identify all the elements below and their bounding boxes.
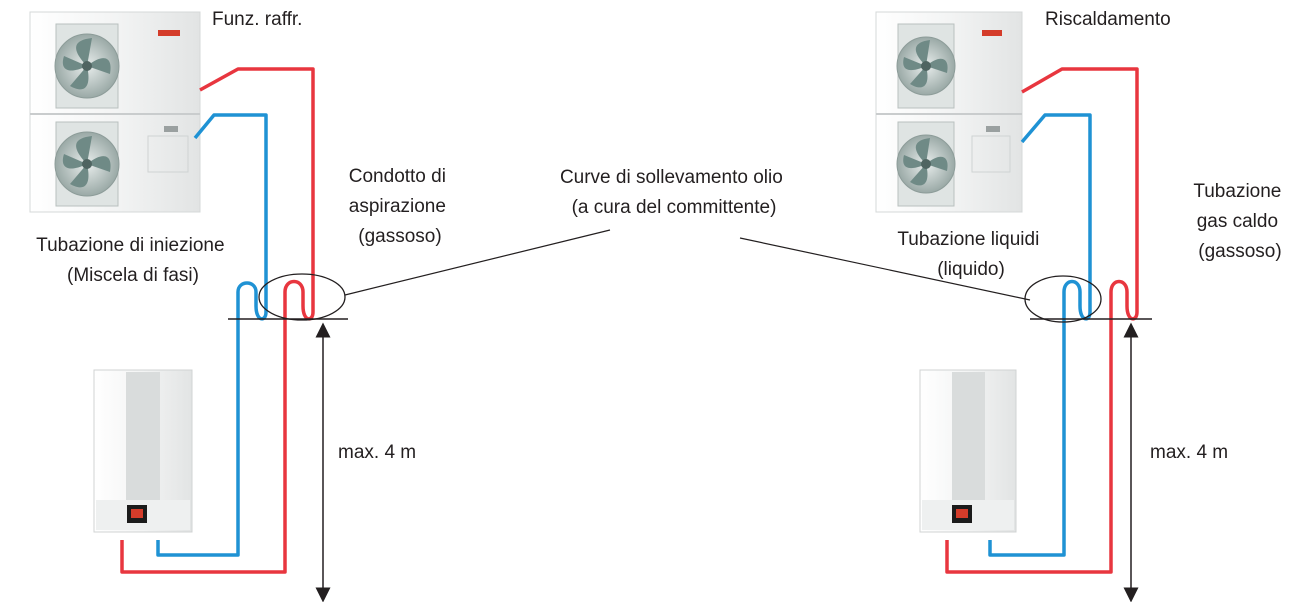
indoor-unit-icon	[93, 369, 193, 533]
indoor-unit-icon	[919, 369, 1017, 533]
right-system: Riscaldamento Tubazione liquidi (liquido…	[739, 9, 1286, 602]
left-system: Funz. raffr. Tubazione di iniezione (Mis…	[29, 9, 611, 602]
hot-gas-line-label: Tubazione gas caldo (gassoso)	[1193, 181, 1286, 262]
suction-line-label: Condotto di aspirazione (gassoso)	[349, 166, 451, 247]
fan-icon	[54, 23, 120, 109]
fan-icon	[896, 121, 956, 207]
fan-icon	[54, 121, 120, 207]
hot-gas-pipe	[945, 67, 1139, 574]
left-mode-title: Funz. raffr.	[212, 9, 302, 30]
right-height-label: max. 4 m	[1150, 442, 1228, 463]
outdoor-heat-pump-icon	[875, 11, 1023, 213]
outdoor-heat-pump-icon	[29, 11, 201, 213]
leader-line	[344, 229, 611, 296]
oil-trap-marker	[258, 273, 346, 321]
oil-trap-marker	[1024, 275, 1102, 323]
fan-icon	[896, 23, 956, 109]
liquid-pipe	[988, 113, 1092, 557]
injection-line-label: Tubazione di iniezione (Miscela di fasi)	[36, 235, 230, 286]
suction-pipe	[120, 67, 315, 574]
oil-trap-label: Curve di sollevamento olio (a cura del c…	[560, 167, 788, 218]
injection-pipe	[156, 113, 268, 557]
left-height-label: max. 4 m	[338, 442, 416, 463]
right-mode-title: Riscaldamento	[1045, 9, 1171, 30]
liquid-line-label: Tubazione liquidi (liquido)	[897, 229, 1044, 280]
leader-line	[739, 237, 1031, 301]
